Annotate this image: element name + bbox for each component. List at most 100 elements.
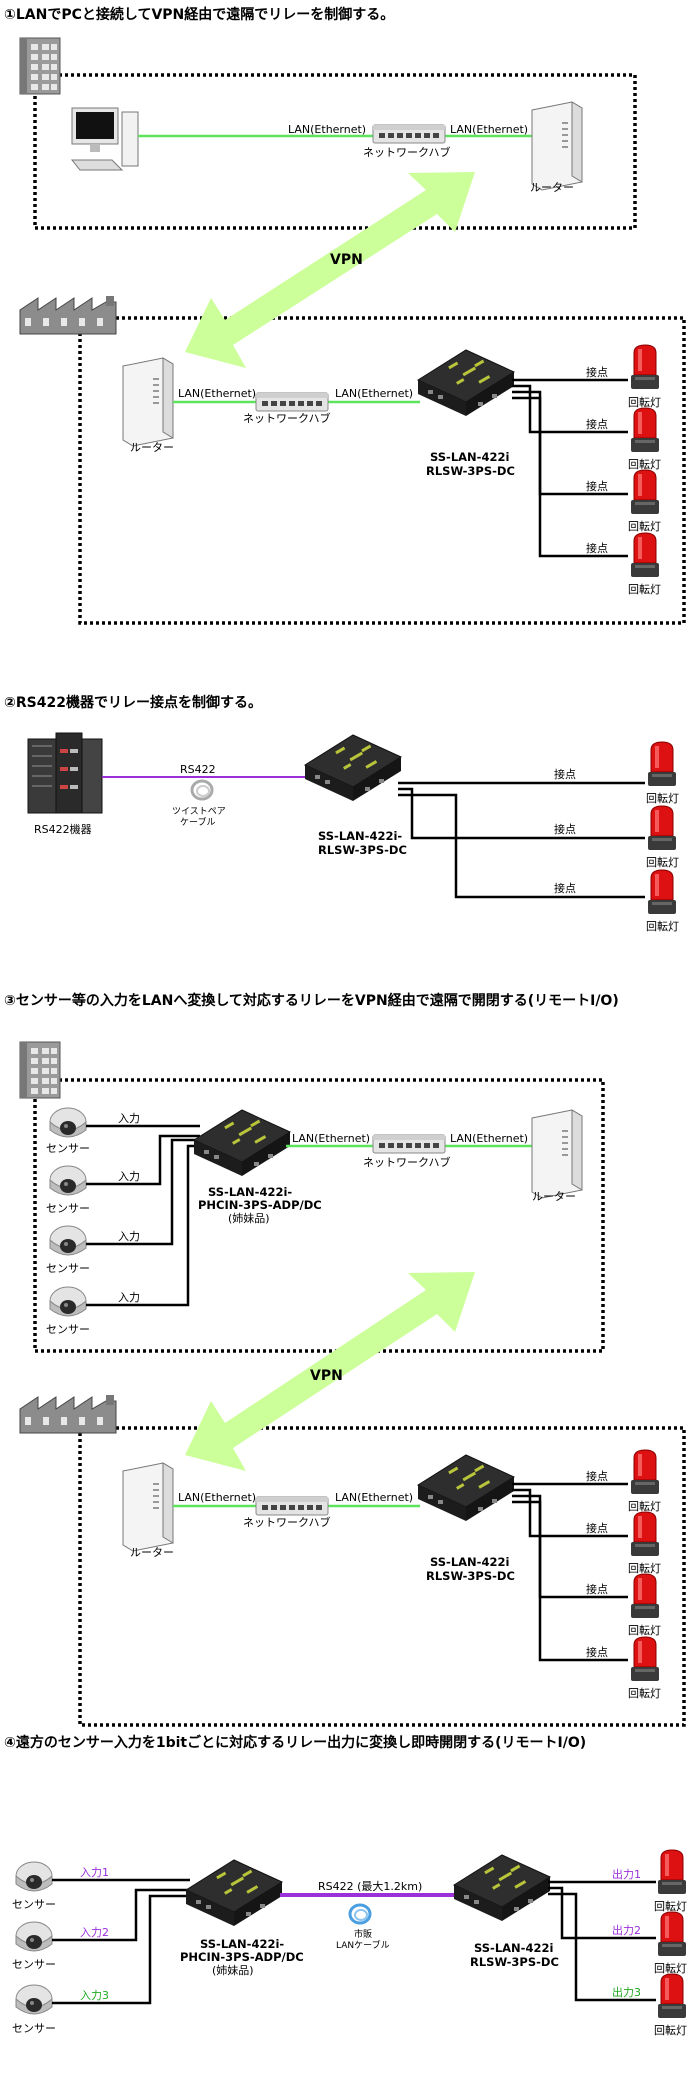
section-3-title: ③センサー等の入力をLANへ変換して対応するリレーをVPN経由で遠隔で開閉する(… [4, 993, 619, 1009]
input-2-label: 入力2 [80, 1926, 109, 1939]
cable-coil-icon [190, 779, 214, 801]
lan-label: LAN(Ethernet) [288, 123, 366, 136]
router-icon [531, 1109, 583, 1199]
vpn-label: VPN [310, 1368, 343, 1384]
sensor-camera-icon [49, 1165, 87, 1196]
section-1-title: ①LANでPCと接続してVPN経由で遠隔でリレーを制御する。 [4, 7, 395, 23]
contact-wires [398, 781, 645, 899]
vpn-label: VPN [330, 252, 363, 268]
input-label: 入力 [118, 1291, 140, 1304]
lamp-label: 回転灯 [654, 1900, 687, 1913]
input-label: 入力 [118, 1170, 140, 1183]
lamp-label: 回転灯 [628, 1624, 661, 1637]
sister-product-label: (姉妹品) [212, 1963, 254, 1977]
contact-wires [512, 1482, 628, 1662]
lamp-label: 回転灯 [646, 920, 679, 933]
pc-icon [71, 107, 139, 171]
lan-label: LAN(Ethernet) [335, 1491, 413, 1504]
device-name-line1: SS-LAN-422i- [208, 1185, 292, 1199]
lamp-label: 回転灯 [628, 583, 661, 596]
router-label: ルーター [532, 1190, 576, 1203]
cable-label: ケーブル [180, 816, 215, 828]
rotating-lamp-icon [647, 741, 677, 787]
rotating-lamp-icon [657, 1973, 687, 2019]
hub-icon [372, 1134, 446, 1154]
contact-label: 接点 [554, 768, 576, 781]
lamp-label: 回転灯 [628, 1687, 661, 1700]
rs422-device-label: RS422機器 [34, 822, 92, 836]
relay-device-icon [417, 1454, 515, 1522]
section-3-diagram: センサー センサー センサー センサー 入力 入力 入力 入力 SS-LAN-4… [19, 1041, 686, 1727]
device-name-line2: PHCIN-3PS-ADP/DC [180, 1950, 304, 1964]
sensor-camera-icon [49, 1107, 87, 1138]
router-label: ルーター [530, 181, 574, 194]
input-1-label: 入力1 [80, 1866, 109, 1879]
device-name-line1: SS-LAN-422i [430, 1555, 509, 1569]
relay-device-icon [304, 734, 402, 802]
sister-product-label: (姉妹品) [228, 1211, 270, 1225]
lamp-label: 回転灯 [628, 1562, 661, 1575]
rotating-lamp-icon [630, 1449, 660, 1495]
building-icon [19, 1041, 61, 1099]
input-3-label: 入力3 [80, 1989, 109, 2002]
rotating-lamp-icon [630, 1636, 660, 1682]
rs422-device-icon [27, 732, 103, 814]
input-label: 入力 [118, 1112, 140, 1125]
sensor-label: センサー [46, 1262, 90, 1275]
cable-coil-icon [348, 1903, 372, 1925]
sensor-label: センサー [46, 1142, 90, 1155]
device-name-line1: SS-LAN-422i [474, 1941, 553, 1955]
device-name-line2: PHCIN-3PS-ADP/DC [198, 1198, 322, 1212]
sensor-camera-icon [49, 1286, 87, 1317]
sensor-label: センサー [46, 1202, 90, 1215]
sensor-label: センサー [12, 2022, 56, 2035]
factory-icon [19, 295, 117, 335]
lan-label: LAN(Ethernet) [335, 387, 413, 400]
section-2-diagram: RS422機器 RS422 ツイストペア ケーブル SS-LAN-422i- R… [27, 732, 679, 933]
device-name-line1: SS-LAN-422i [430, 450, 509, 464]
lan-label: LAN(Ethernet) [292, 1132, 370, 1145]
lamp-label: 回転灯 [654, 1962, 687, 1975]
lan-label: LAN(Ethernet) [450, 1132, 528, 1145]
twisted-pair-label: ツイストペア [172, 807, 226, 817]
contact-label: 接点 [586, 1470, 608, 1483]
input-wires [52, 1878, 190, 2005]
sensor-label: センサー [12, 1898, 56, 1911]
factory-boundary [78, 1426, 686, 1727]
factory-boundary [78, 316, 686, 625]
input-label: 入力 [118, 1230, 140, 1243]
relay-device-icon [453, 1854, 551, 1922]
lamp-label: 回転灯 [628, 1500, 661, 1513]
device-name-line2: RLSW-3PS-DC [318, 843, 407, 857]
device-name-line2: RLSW-3PS-DC [470, 1955, 559, 1969]
lan-cable-label: LANケーブル [336, 1939, 390, 1951]
hub-label: ネットワークハブ [363, 1155, 450, 1169]
vpn-arrow [185, 172, 475, 368]
hub-label: ネットワークハブ [363, 145, 450, 159]
sensor-camera-icon [15, 1984, 53, 2015]
sensor-camera-icon [15, 1921, 53, 1952]
lamp-label: 回転灯 [628, 458, 661, 471]
contact-label: 接点 [586, 1522, 608, 1535]
rotating-lamp-icon [647, 805, 677, 851]
hub-label: ネットワークハブ [243, 1515, 330, 1529]
device-name-line1: SS-LAN-422i- [318, 829, 402, 843]
vpn-arrow [185, 1272, 475, 1471]
lan-label: LAN(Ethernet) [450, 123, 528, 136]
contact-label: 接点 [586, 366, 608, 379]
rotating-lamp-icon [630, 1573, 660, 1619]
contact-label: 接点 [554, 882, 576, 895]
rs422-distance-label: RS422 (最大1.2km) [318, 1879, 422, 1893]
device-name-line2: RLSW-3PS-DC [426, 464, 515, 478]
output-2-label: 出力2 [612, 1923, 641, 1937]
hub-label: ネットワークハブ [243, 411, 330, 425]
router-icon [122, 357, 174, 447]
contact-label: 接点 [554, 823, 576, 836]
lamp-label: 回転灯 [646, 856, 679, 869]
hub-icon [372, 124, 446, 144]
contact-label: 接点 [586, 418, 608, 431]
lamp-label: 回転灯 [628, 396, 661, 409]
rotating-lamp-icon [630, 469, 660, 515]
factory-icon [19, 1394, 117, 1434]
